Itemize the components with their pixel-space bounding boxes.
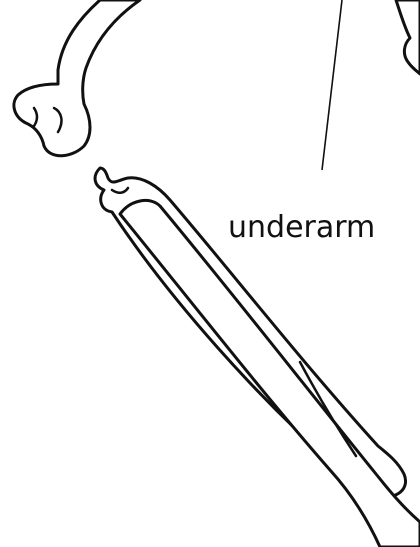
forearm-bone-radius — [120, 200, 420, 547]
collarbone-fragment — [396, 0, 420, 74]
upper-arm-bone — [14, 0, 140, 156]
label-leader-line — [322, 0, 342, 170]
underarm-label: underarm — [228, 210, 375, 245]
